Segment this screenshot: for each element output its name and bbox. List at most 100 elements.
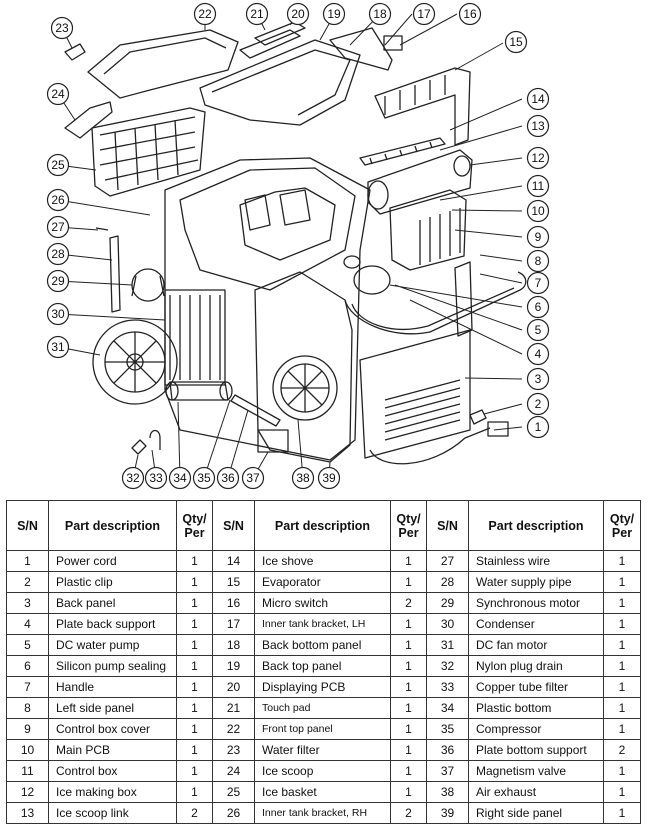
part-description: Back panel xyxy=(48,592,177,614)
part-qty: 2 xyxy=(390,592,427,614)
part-qty: 1 xyxy=(390,571,427,593)
callout-number: 32 xyxy=(126,471,140,485)
callout-number: 6 xyxy=(535,300,542,314)
condenser xyxy=(164,289,226,386)
front-top-panel xyxy=(87,29,239,99)
callout-11: 11 xyxy=(526,174,550,198)
part-description: Left side panel xyxy=(48,697,177,719)
silicon-pump-sealing xyxy=(343,255,361,269)
part-sn: 23 xyxy=(212,739,255,761)
callout-1: 1 xyxy=(526,415,550,439)
part-qty: 1 xyxy=(176,613,213,635)
exploded-view-diagram: 1234567891011121314151617181920212223242… xyxy=(46,2,550,490)
callout-number: 4 xyxy=(535,347,542,361)
part-qty: 1 xyxy=(176,634,213,656)
right-side-panel xyxy=(254,271,353,463)
part-sn: 5 xyxy=(6,634,49,656)
part-sn: 21 xyxy=(212,697,255,719)
part-description: Ice making box xyxy=(48,781,177,803)
callout-number: 39 xyxy=(322,471,336,485)
part-sn: 33 xyxy=(426,676,469,698)
callout-number: 12 xyxy=(531,151,545,165)
magnetism-valve xyxy=(257,429,289,453)
handle xyxy=(344,271,527,335)
part-sn: 27 xyxy=(426,550,469,572)
callout-33: 33 xyxy=(144,466,168,490)
back-top-panel xyxy=(199,39,361,126)
callout-36: 36 xyxy=(216,466,240,490)
part-sn: 3 xyxy=(6,592,49,614)
part-sn: 19 xyxy=(212,655,255,677)
part-description: Evaporator xyxy=(254,571,391,593)
callout-24: 24 xyxy=(46,82,70,106)
column-header-sn: S/N xyxy=(426,500,469,551)
part-description: Right side panel xyxy=(468,802,604,824)
column-header-qty: Qty/Per xyxy=(390,500,427,551)
touch-pad xyxy=(239,29,301,59)
callout-3: 3 xyxy=(526,367,550,391)
column-header-desc: Part description xyxy=(468,500,604,551)
callout-number: 25 xyxy=(51,158,65,172)
part-sn: 2 xyxy=(6,571,49,593)
part-qty: 1 xyxy=(390,613,427,635)
callout-14: 14 xyxy=(526,87,550,111)
left-side-panel xyxy=(454,261,473,337)
part-sn: 38 xyxy=(426,781,469,803)
part-sn: 18 xyxy=(212,634,255,656)
part-qty: 1 xyxy=(176,655,213,677)
callout-number: 2 xyxy=(535,397,542,411)
part-qty: 1 xyxy=(390,634,427,656)
part-description: Ice basket xyxy=(254,781,391,803)
callout-number: 31 xyxy=(51,340,65,354)
callout-number: 27 xyxy=(51,220,65,234)
part-description: Plastic bottom xyxy=(468,697,604,719)
callout-5: 5 xyxy=(526,318,550,342)
part-sn: 30 xyxy=(426,613,469,635)
callout-number: 20 xyxy=(291,7,305,21)
part-sn: 31 xyxy=(426,634,469,656)
callout-7: 7 xyxy=(526,271,550,295)
part-sn: 28 xyxy=(426,571,469,593)
part-qty: 1 xyxy=(603,760,641,782)
callout-number: 5 xyxy=(535,323,542,337)
callout-number: 17 xyxy=(417,7,431,21)
callout-number: 11 xyxy=(532,179,545,193)
part-qty: 1 xyxy=(176,571,213,593)
part-description: Water filter xyxy=(254,739,391,761)
part-description: Power cord xyxy=(48,550,177,572)
part-sn: 13 xyxy=(6,802,49,824)
part-qty: 1 xyxy=(603,697,641,719)
part-sn: 34 xyxy=(426,697,469,719)
callout-13: 13 xyxy=(526,114,550,138)
part-qty: 2 xyxy=(390,802,427,824)
part-description: DC fan motor xyxy=(468,634,604,656)
part-description: Front top panel xyxy=(254,718,391,740)
part-qty: 1 xyxy=(603,592,641,614)
part-sn: 16 xyxy=(212,592,255,614)
callout-number: 34 xyxy=(173,471,187,485)
part-description: Condenser xyxy=(468,613,604,635)
part-description: Ice shove xyxy=(254,550,391,572)
part-description: Ice scoop link xyxy=(48,802,177,824)
water-filter xyxy=(64,43,86,61)
part-description: Main PCB xyxy=(48,739,177,761)
callout-22: 22 xyxy=(193,2,217,26)
part-description: Compressor xyxy=(468,718,604,740)
part-sn: 39 xyxy=(426,802,469,824)
part-sn: 14 xyxy=(212,550,255,572)
callout-10: 10 xyxy=(526,199,550,223)
part-description: Stainless wire xyxy=(468,550,604,572)
part-sn: 8 xyxy=(6,697,49,719)
callout-number: 10 xyxy=(531,204,545,218)
callout-21: 21 xyxy=(245,2,269,26)
callout-32: 32 xyxy=(121,466,145,490)
back-panel xyxy=(359,329,471,459)
plate-bottom-support xyxy=(230,394,281,427)
callout-16: 16 xyxy=(458,2,482,26)
control-box xyxy=(389,189,467,271)
callout-number: 9 xyxy=(535,230,542,244)
